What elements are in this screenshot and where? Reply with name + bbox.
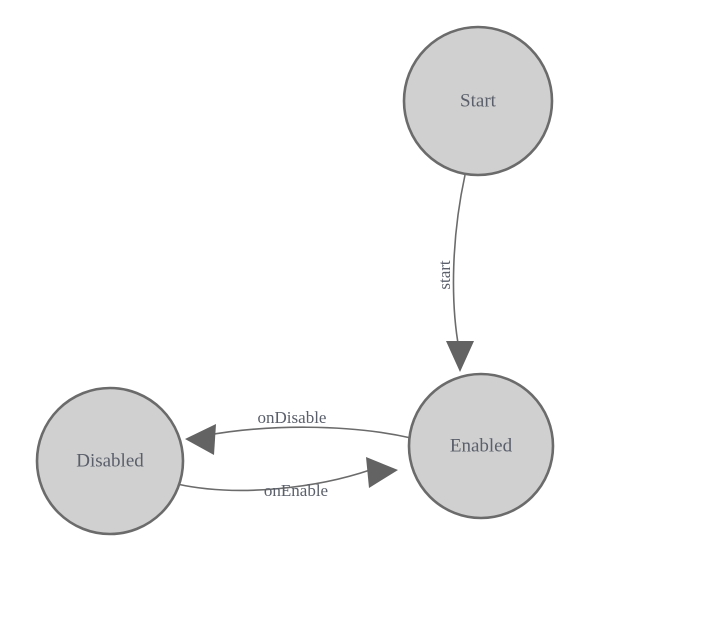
edge-label-start: start — [435, 260, 454, 290]
edge-path-on-enable — [176, 469, 371, 492]
arrowhead-icon-on-enable — [366, 457, 398, 488]
state-node-disabled-label: Disabled — [76, 450, 144, 471]
edge-enabled-to-disabled[interactable]: onDisable — [185, 408, 412, 455]
arrowhead-icon-on-disable — [185, 424, 216, 455]
state-node-enabled-circle — [407, 372, 555, 520]
state-node-start-circle — [402, 25, 554, 177]
state-node-start-label: Start — [460, 90, 497, 111]
arrowhead-icon-start — [446, 341, 474, 372]
edge-disabled-to-enabled[interactable]: onEnable — [176, 457, 398, 500]
state-node-disabled[interactable]: Disabled — [35, 386, 185, 536]
edge-path-on-disable — [202, 426, 412, 439]
state-node-disabled-circle — [35, 386, 185, 536]
state-node-start[interactable]: Start — [402, 25, 554, 177]
edge-path-start — [452, 174, 466, 350]
state-node-enabled-label: Enabled — [450, 435, 513, 456]
state-node-enabled[interactable]: Enabled — [407, 372, 555, 520]
edge-start-to-enabled[interactable]: start — [435, 174, 474, 372]
edge-label-on-disable: onDisable — [258, 408, 327, 427]
edge-label-on-enable: onEnable — [264, 481, 328, 500]
